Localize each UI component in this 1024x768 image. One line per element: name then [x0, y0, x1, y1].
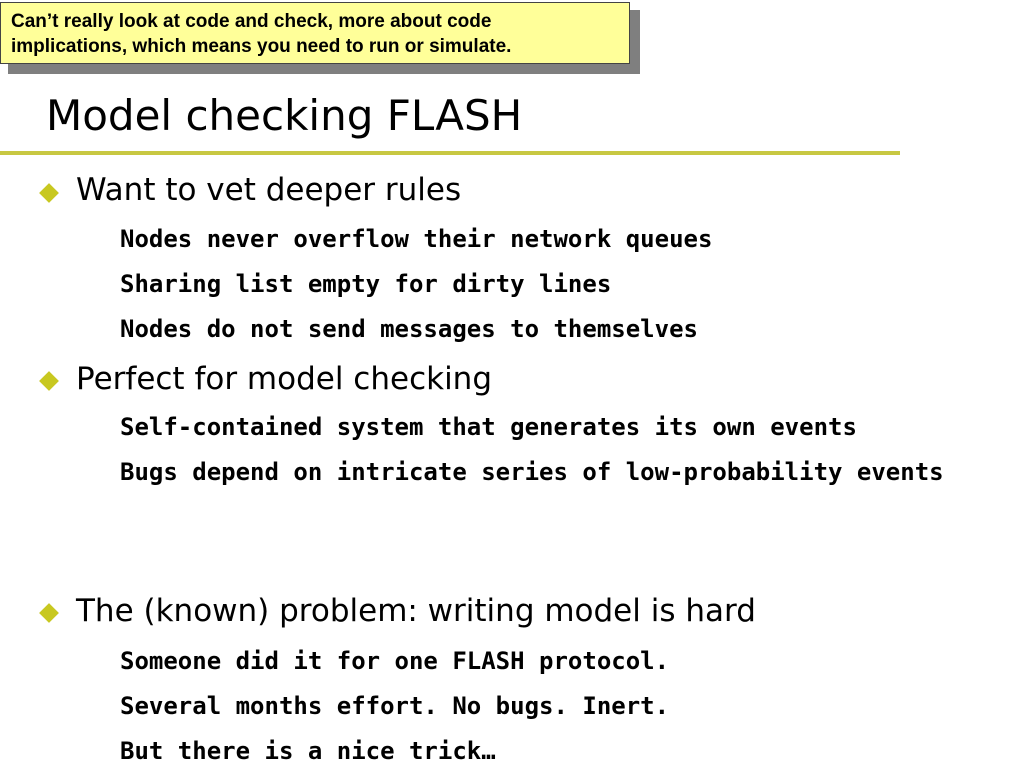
bullet-3-sub-3: But there is a nice trick… [120, 737, 496, 765]
bullet-2: Perfect for model checking [76, 361, 493, 397]
bullet-2-sub-2: Bugs depend on intricate series of low-p… [120, 458, 944, 486]
diamond-bullet-icon [39, 371, 59, 391]
callout-note: Can’t really look at code and check, mor… [0, 2, 630, 64]
diamond-bullet-icon [39, 183, 59, 203]
slide-title: Model checking FLASH [46, 91, 523, 140]
diamond-bullet-icon [39, 603, 59, 623]
bullet-1: Want to vet deeper rules [76, 172, 462, 208]
bullet-3: The (known) problem: writing model is ha… [76, 593, 756, 629]
bullet-2-sub-1: Self-contained system that generates its… [120, 413, 857, 441]
bullet-3-sub-2: Several months effort. No bugs. Inert. [120, 692, 670, 720]
bullet-1-sub-1: Nodes never overflow their network queue… [120, 225, 713, 253]
callout-line-1: Can’t really look at code and check, mor… [11, 11, 492, 32]
bullet-1-sub-2: Sharing list empty for dirty lines [120, 270, 612, 298]
bullet-3-sub-1: Someone did it for one FLASH protocol. [120, 647, 670, 675]
bullet-1-sub-3: Nodes do not send messages to themselves [120, 315, 698, 343]
callout-line-2: implications, which means you need to ru… [11, 36, 512, 57]
title-divider [0, 151, 900, 155]
